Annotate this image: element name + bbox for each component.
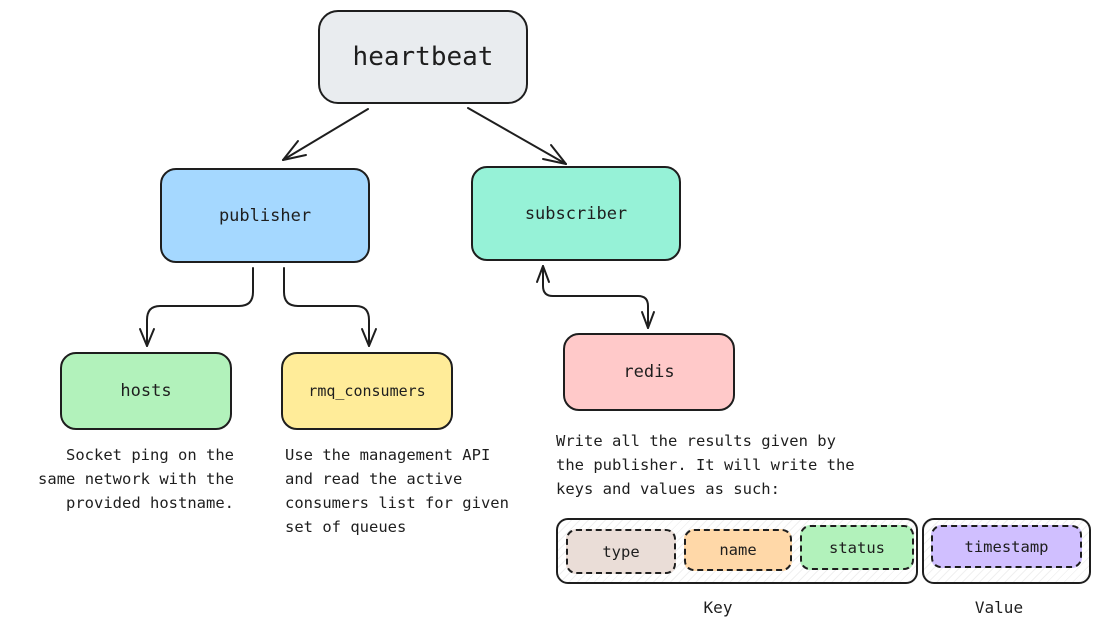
edge-subscriber-redis bbox=[536, 265, 655, 329]
subscriber-label: subscriber bbox=[524, 203, 628, 224]
hosts-node: hosts bbox=[60, 352, 232, 430]
key-field-type-label: type bbox=[602, 542, 640, 561]
value-caption: Value bbox=[974, 598, 1024, 617]
redis-label: redis bbox=[623, 362, 675, 382]
key-caption: Key bbox=[703, 598, 733, 617]
key-field-type: type bbox=[566, 529, 676, 574]
publisher-node: publisher bbox=[160, 168, 370, 263]
key-field-name: name bbox=[684, 529, 792, 571]
edge-heartbeat-publisher bbox=[282, 108, 369, 161]
edge-heartbeat-subscriber bbox=[467, 107, 567, 165]
hosts-label: hosts bbox=[120, 381, 172, 401]
key-field-status-label: status bbox=[829, 538, 885, 557]
rmq-consumers-description: Use the management API and read the acti… bbox=[285, 446, 509, 536]
edge-publisher-hosts bbox=[139, 267, 254, 347]
hosts-description: Socket ping on the same network with the… bbox=[38, 446, 234, 512]
value-field-timestamp: timestamp bbox=[931, 525, 1082, 568]
publisher-label: publisher bbox=[218, 205, 312, 226]
heartbeat-node: heartbeat bbox=[318, 10, 528, 104]
edge-publisher-rmq-consumers bbox=[283, 267, 377, 347]
key-field-status: status bbox=[800, 525, 914, 570]
heartbeat-label: heartbeat bbox=[352, 42, 494, 72]
value-field-timestamp-label: timestamp bbox=[964, 537, 1049, 556]
key-field-name-label: name bbox=[719, 541, 757, 559]
rmq-consumers-label: rmq_consumers bbox=[308, 382, 426, 400]
redis-node: redis bbox=[563, 333, 735, 411]
redis-description: Write all the results given by the publi… bbox=[556, 432, 855, 498]
subscriber-node: subscriber bbox=[471, 166, 681, 261]
rmq-consumers-node: rmq_consumers bbox=[281, 352, 453, 430]
